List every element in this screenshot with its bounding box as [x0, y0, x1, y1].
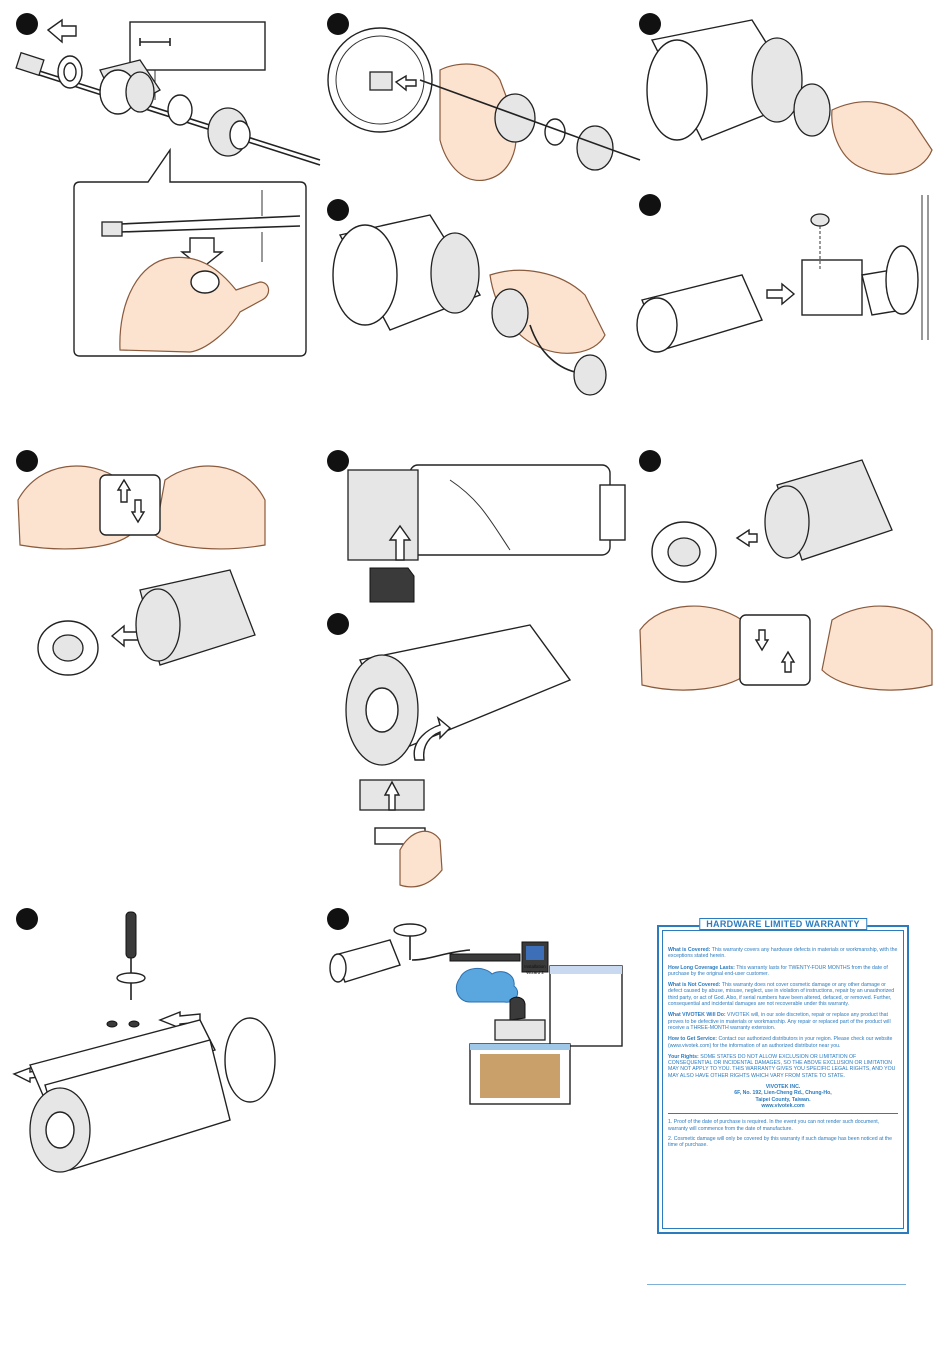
warranty-title: HARDWARE LIMITED WARRANTY — [699, 918, 867, 930]
cable-gland-illustration — [15, 18, 321, 357]
step-panel-1 — [0, 0, 321, 380]
warranty-inner-border — [662, 930, 904, 1229]
warranty-section: How to Get Service: Contact our authoriz… — [668, 1036, 893, 1049]
mount-camera-illustration — [636, 195, 929, 353]
step-panel-3 — [632, 0, 950, 190]
step-marker-1 — [16, 13, 38, 35]
housing-cable-illustration — [646, 19, 933, 175]
desiccant-illustration — [345, 624, 572, 888]
warranty-note: 2. Cosmetic damage will only be covered … — [668, 1135, 893, 1149]
step-marker-9 — [639, 450, 661, 472]
step-marker-5 — [639, 194, 661, 216]
step-marker-3 — [639, 13, 661, 35]
step-marker-10 — [16, 908, 38, 930]
tighten-gland-illustration — [332, 214, 607, 396]
sd-card-illustration — [347, 464, 626, 603]
step-marker-11 — [327, 908, 349, 930]
warranty-note: 1. Proof of the date of purchase is requ… — [668, 1119, 880, 1132]
company-address: 6F, No. 192, Lien-Cheng Rd., Chung-Ho, — [734, 1090, 832, 1097]
warranty-section: What VIVOTEK Will Do: VIVOTEK will, in o… — [668, 1012, 891, 1031]
step-panel-8 — [320, 610, 640, 900]
insert-cable-illustration — [327, 27, 641, 181]
warranty-divider — [668, 1113, 898, 1115]
step-panel-6 — [0, 440, 320, 700]
step-marker-8 — [327, 613, 349, 635]
step-panel-10 — [0, 900, 320, 1180]
step-panel-5 — [632, 190, 950, 400]
step-marker-6 — [16, 450, 38, 472]
step-marker-2 — [327, 13, 349, 35]
company-website: www.vivotek.com — [761, 1102, 805, 1109]
company-name: VIVOTEK INC. — [765, 1084, 801, 1091]
warranty-notes: 1. Proof of the date of purchase is requ… — [668, 1119, 898, 1148]
warranty-section: How Long Coverage Lasts: This warranty l… — [668, 964, 888, 977]
twist-close-illustration — [639, 459, 933, 691]
step-marker-7 — [327, 450, 349, 472]
step-panel-4 — [320, 195, 640, 400]
twist-open-illustration — [17, 465, 266, 676]
step-panel-11: Installation Wizard 2 — [320, 900, 640, 1120]
warranty-card: HARDWARE LIMITED WARRANTY What is Covere… — [657, 918, 909, 1234]
step-panel-7 — [320, 440, 640, 615]
company-city: Taipei County, Taiwan. — [755, 1096, 811, 1103]
warranty-section: What is Covered: This warranty covers an… — [668, 947, 898, 960]
network-setup-illustration — [329, 923, 623, 1105]
step-marker-4 — [327, 199, 349, 221]
warranty-section: What is Not Covered: This warranty does … — [668, 982, 895, 1008]
warranty-body: What is Covered: This warranty covers an… — [668, 947, 898, 1152]
step-panel-2 — [320, 0, 641, 195]
footer-divider — [647, 1284, 906, 1285]
wizard-app-label: Installation Wizard 2 — [524, 964, 546, 975]
sunshield-screwdriver-illustration — [12, 911, 276, 1173]
step-panel-9 — [632, 440, 950, 730]
warranty-section: Your Rights: SOME STATES DO NOT ALLOW EX… — [668, 1053, 896, 1079]
